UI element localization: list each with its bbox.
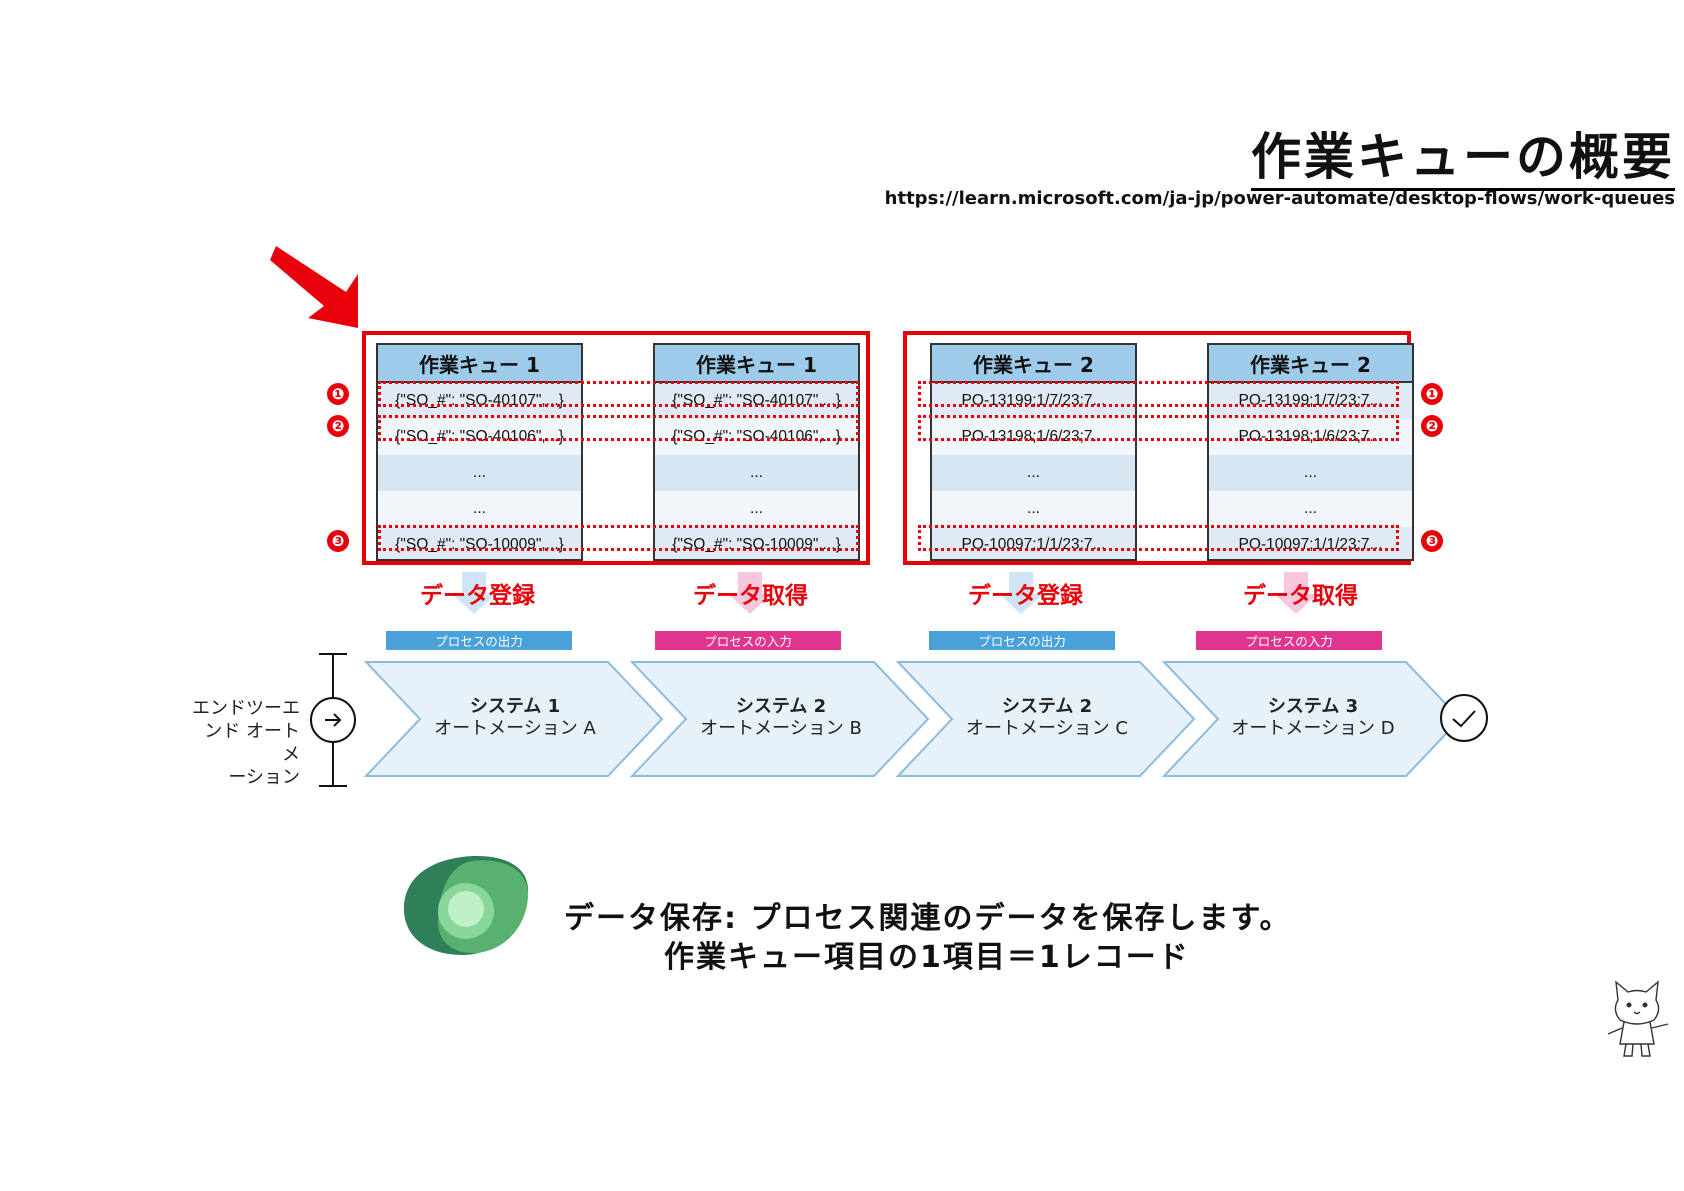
chevron-step-1 bbox=[363, 661, 664, 777]
chevron-step-3 bbox=[895, 661, 1196, 777]
flow-step-system: システム 2 bbox=[1001, 696, 1093, 717]
badge-3-left: ❸ bbox=[327, 530, 349, 552]
action-label-register-2: データ登録 bbox=[968, 583, 1083, 609]
work-queue-header: 作業キュー 1 bbox=[378, 345, 581, 383]
process-input-tag: プロセスの入力 bbox=[655, 631, 841, 650]
row-highlight-3a bbox=[378, 525, 859, 551]
flow-step-automation: オートメーション A bbox=[434, 718, 596, 739]
cat-mascot-drawing bbox=[1607, 980, 1669, 1057]
row-highlight-1b bbox=[918, 381, 1399, 407]
footer-line-1: データ保存: プロセス関連のデータを保存します。 bbox=[564, 901, 1292, 936]
flow-step-2: システム 2 オートメーション B bbox=[686, 696, 876, 740]
flow-step-system: システム 1 bbox=[469, 696, 561, 717]
row-highlight-1a bbox=[378, 381, 859, 407]
input-arrow-icon bbox=[1274, 572, 1318, 614]
work-queue-item: PO-13198;1/6/23;7... bbox=[932, 419, 1135, 455]
page-title: 作業キューの概要 bbox=[1251, 128, 1675, 191]
input-arrow-icon bbox=[728, 572, 772, 614]
work-queue-header: 作業キュー 1 bbox=[655, 345, 858, 383]
output-arrow-icon bbox=[452, 572, 496, 614]
work-queue-item: ... bbox=[378, 455, 581, 491]
arrow-right-circle-icon bbox=[325, 713, 342, 727]
row-highlight-3b bbox=[918, 525, 1399, 551]
queue-group-box-1 bbox=[362, 331, 870, 565]
end-to-end-label-line: エンドツーエ bbox=[192, 698, 300, 719]
work-queue-table: 作業キュー 1{"SO_#": "SO-40107",...}{"SO_#": … bbox=[376, 343, 583, 561]
badge-2-right: ❷ bbox=[1421, 415, 1443, 437]
checkmark-circle-icon bbox=[1440, 694, 1488, 742]
badge-1-right: ❶ bbox=[1421, 383, 1443, 405]
source-url[interactable]: https://learn.microsoft.com/ja-jp/power-… bbox=[884, 188, 1675, 209]
badge-1-left: ❶ bbox=[327, 383, 349, 405]
work-queue-item: ... bbox=[655, 491, 858, 527]
footer-line-2: 作業キュー項目の1項目＝1レコード bbox=[664, 940, 1190, 975]
flow-step-1: システム 1 オートメーション A bbox=[420, 696, 610, 740]
pointer-arrow-icon bbox=[270, 246, 358, 328]
work-queue-table: 作業キュー 1{"SO_#": "SO-40107",...}{"SO_#": … bbox=[653, 343, 860, 561]
flow-chevrons bbox=[363, 661, 1460, 777]
flow-step-automation: オートメーション C bbox=[966, 718, 1128, 739]
flow-step-4: システム 3 オートメーション D bbox=[1218, 696, 1408, 740]
action-label-register-1: データ登録 bbox=[420, 583, 535, 609]
work-queue-header: 作業キュー 2 bbox=[1209, 345, 1412, 383]
row-highlight-2a bbox=[378, 415, 859, 441]
chevron-step-2 bbox=[629, 661, 930, 777]
action-label-fetch-1: データ取得 bbox=[693, 583, 808, 609]
badge-3-right: ❸ bbox=[1421, 530, 1443, 552]
chevron-step-4 bbox=[1161, 661, 1460, 777]
process-output-tag: プロセスの出力 bbox=[929, 631, 1115, 650]
dataverse-logo bbox=[403, 856, 529, 955]
work-queue-header: 作業キュー 2 bbox=[932, 345, 1135, 383]
end-to-end-label-line: ーション bbox=[228, 767, 300, 788]
work-queue-item: ... bbox=[1209, 491, 1412, 527]
badge-2-left: ❷ bbox=[327, 415, 349, 437]
action-label-fetch-2: データ取得 bbox=[1243, 583, 1358, 609]
work-queue-item: ... bbox=[655, 455, 858, 491]
end-to-end-label: エンドツーエ ンド オートメ ーション bbox=[190, 697, 300, 789]
flow-step-system: システム 2 bbox=[735, 696, 827, 717]
row-highlight-2b bbox=[918, 415, 1399, 441]
work-queue-item: ... bbox=[378, 491, 581, 527]
work-queue-item: ... bbox=[932, 455, 1135, 491]
flow-step-automation: オートメーション B bbox=[700, 718, 862, 739]
flow-step-3: システム 2 オートメーション C bbox=[952, 696, 1142, 740]
flow-step-automation: オートメーション D bbox=[1231, 718, 1395, 739]
work-queue-item: ... bbox=[932, 491, 1135, 527]
process-input-tag: プロセスの入力 bbox=[1196, 631, 1382, 650]
flow-step-system: システム 3 bbox=[1267, 696, 1359, 717]
work-queue-item: ... bbox=[1209, 455, 1412, 491]
process-output-tag: プロセスの出力 bbox=[386, 631, 572, 650]
end-to-end-label-line: ンド オートメ bbox=[204, 721, 300, 765]
output-arrow-icon bbox=[999, 572, 1043, 614]
